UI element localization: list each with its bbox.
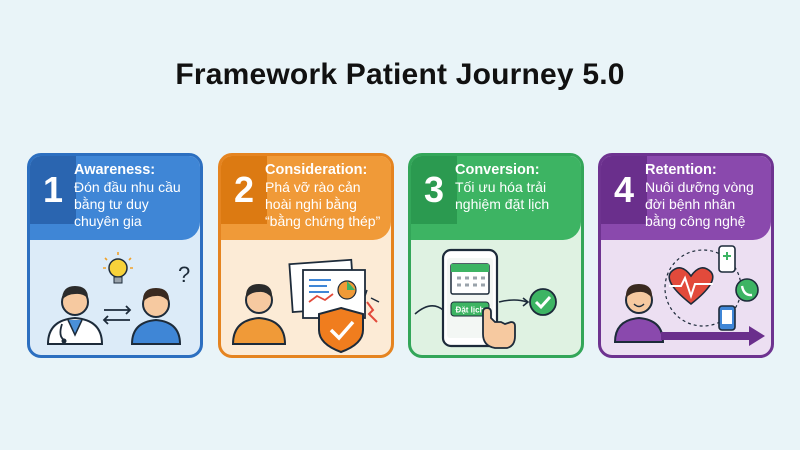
step-desc-line: Đón đầu nhu cầu xyxy=(74,179,181,195)
step-desc-line: bằng tư duy xyxy=(74,196,149,212)
lightbulb-icon xyxy=(103,252,133,284)
step-desc-line: Nuôi dưỡng vòng xyxy=(645,179,754,195)
step-desc-line: Tối ưu hóa trải xyxy=(455,179,547,195)
step-number: 3 xyxy=(411,156,457,224)
tap-hand-icon xyxy=(482,307,516,349)
document-icon xyxy=(288,258,366,319)
question-mark-icon: ? xyxy=(178,262,190,287)
shield-check-icon xyxy=(318,306,364,354)
svg-text:?: ? xyxy=(178,262,190,287)
patient-icon xyxy=(130,288,182,345)
exchange-arrows-icon xyxy=(102,305,132,325)
step-desc-line: bằng công nghệ xyxy=(645,213,746,229)
awareness-illustration: ? xyxy=(46,252,190,345)
doctor-icon xyxy=(46,286,104,345)
broken-barrier-icon xyxy=(364,289,380,323)
smartphone-icon xyxy=(718,305,736,331)
smartphone-icon xyxy=(718,245,736,273)
heart-pulse-icon xyxy=(668,267,714,306)
arrow-right-icon xyxy=(661,326,765,346)
step-desc-line: Phá vỡ rào cản xyxy=(265,179,361,195)
step-desc-line: “bằng chứng thép” xyxy=(265,213,381,229)
step-desc-line: hoài nghi bằng xyxy=(265,196,357,212)
patient-icon xyxy=(231,284,287,345)
book-button-label: Đặt lịch xyxy=(456,306,485,315)
calendar-icon xyxy=(450,263,490,295)
retention-illustration xyxy=(613,245,765,346)
step-title: Retention: xyxy=(645,162,717,178)
conversion-illustration: Đặt lịch xyxy=(414,248,557,349)
step-desc-line: đời bệnh nhân xyxy=(645,196,736,212)
patient-icon xyxy=(613,284,665,343)
step-desc-line: chuyên gia xyxy=(74,213,142,229)
step-card-retention: 4 Retention: Nuôi dưỡng vòng đời bệnh nh… xyxy=(598,153,774,358)
page-title: Framework Patient Journey 5.0 xyxy=(175,58,625,91)
step-number: 2 xyxy=(221,156,267,224)
step-card-consideration: 2 Consideration: Phá vỡ rào cản hoài ngh… xyxy=(218,153,394,358)
step-title: Consideration: xyxy=(265,162,368,178)
step-number: 1 xyxy=(30,156,76,224)
step-title: Awareness: xyxy=(74,162,156,178)
phone-icon xyxy=(735,278,759,302)
consideration-illustration xyxy=(231,258,380,354)
step-desc-line: nghiệm đặt lịch xyxy=(455,196,550,212)
check-circle-icon xyxy=(529,288,557,316)
step-card-conversion: 3 Conversion: Tối ưu hóa trải nghiệm đặt… xyxy=(408,153,584,358)
step-number: 4 xyxy=(601,156,647,224)
step-card-awareness: 1 Awareness: Đón đầu nhu cầu bằng tư duy… xyxy=(27,153,203,358)
step-title: Conversion: xyxy=(455,162,540,178)
